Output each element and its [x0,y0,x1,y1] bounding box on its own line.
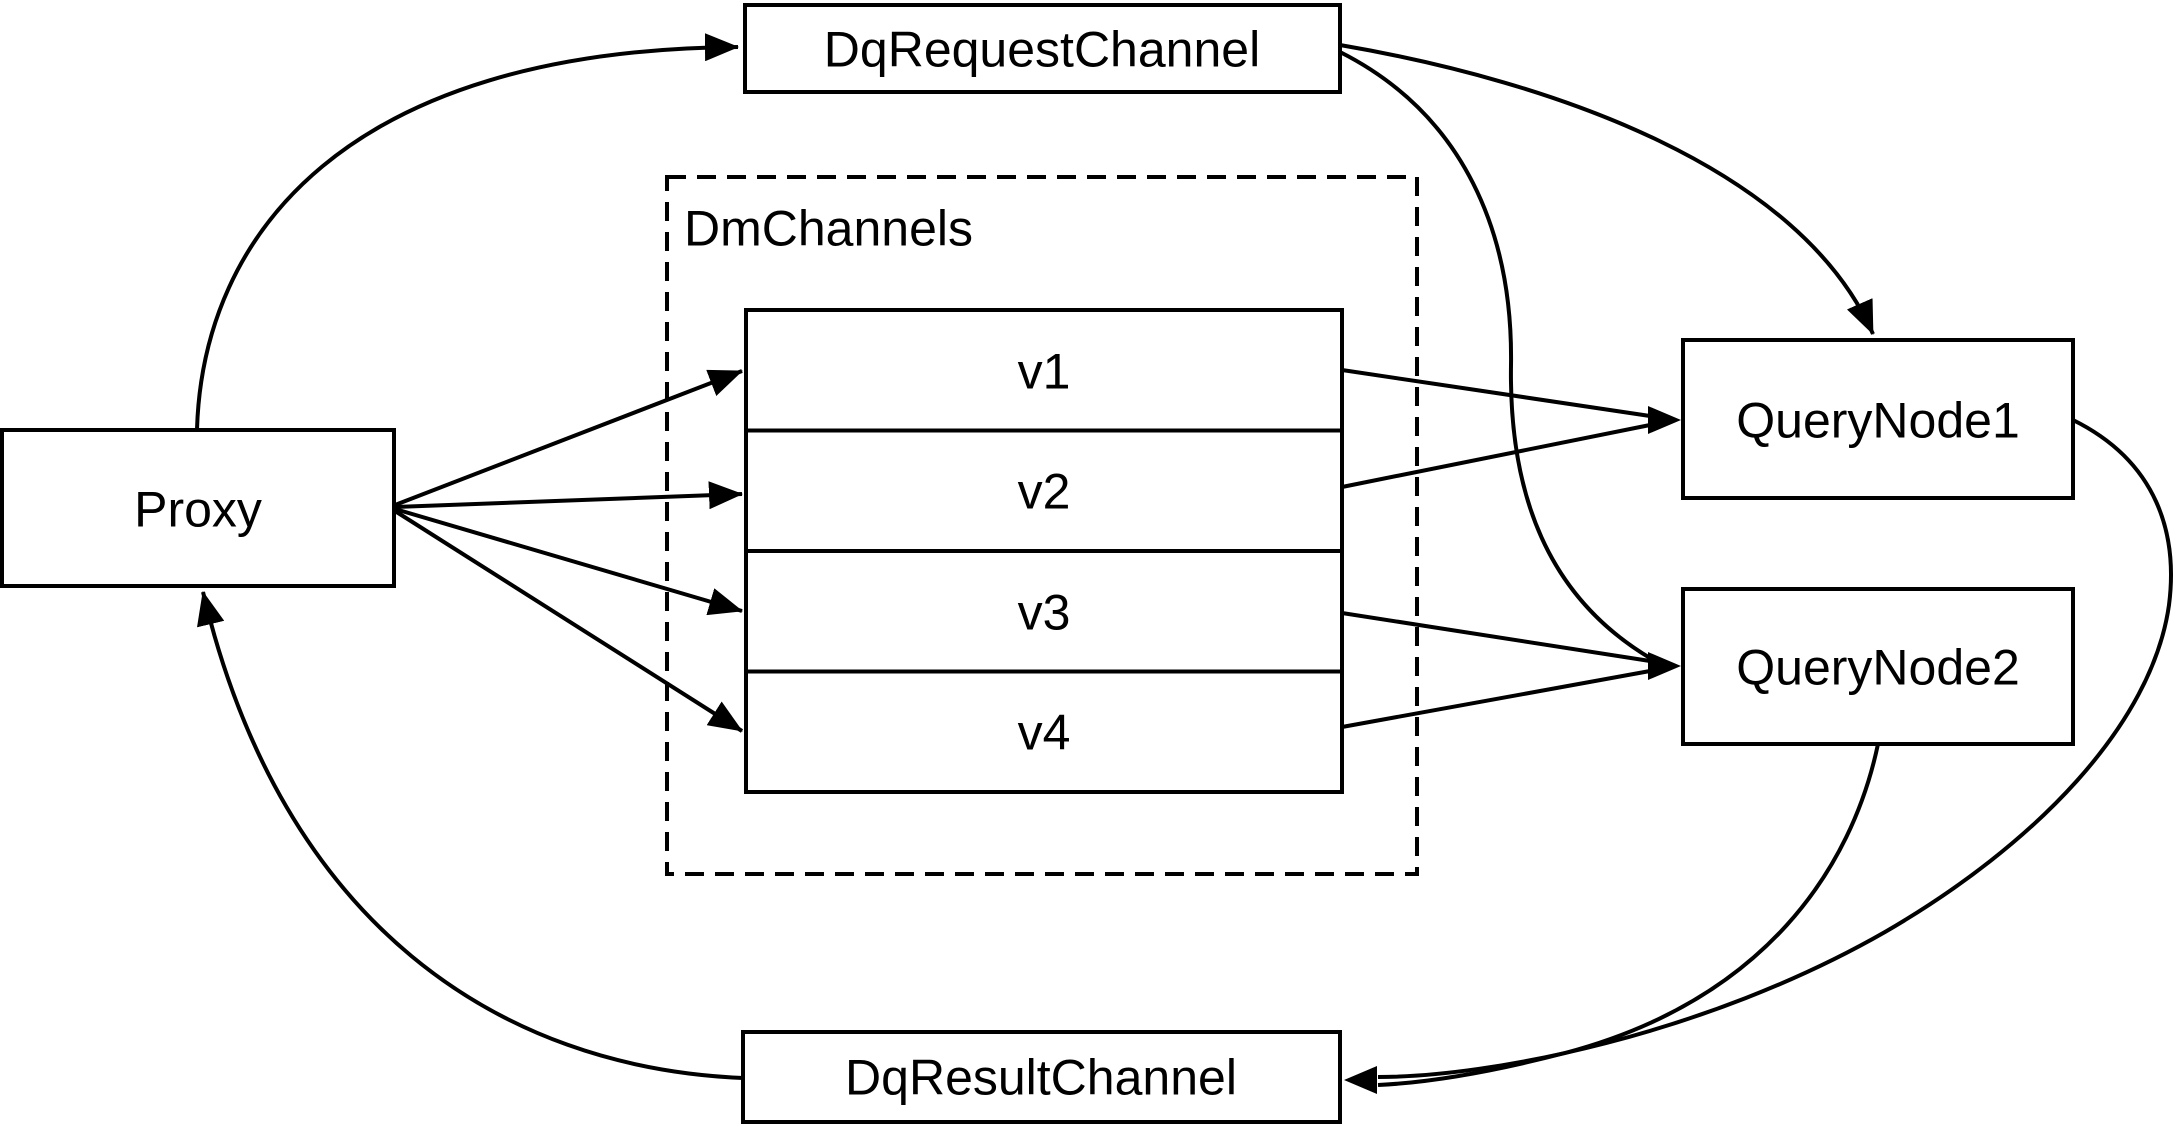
edge-dqrequestchannel-to-querynode2 [1339,50,1652,660]
dqrequestchannel-node: DqRequestChannel [743,3,1342,94]
edge-v2-to-querynode1 [1341,423,1651,489]
dqresultchannel-node-label: DqResultChannel [845,1050,1237,1106]
channel-row-label-v4: v4 [1018,705,1071,761]
querynode2-node-box [1681,587,2075,746]
arrowhead-into-querynode1 [1648,406,1681,434]
edge-proxy-to-dqrequestchannel [195,33,739,430]
dmchannels-group-box [665,175,1419,876]
dqresultchannel-node: DqResultChannel [741,1030,1342,1124]
edge-proxy-to-v2 [394,481,743,510]
dqrequestchannel-node-box [743,3,1342,94]
querynode1-node: QueryNode1 [1681,338,2075,500]
channel-row-label-v1: v1 [1018,344,1071,400]
channel-row-label-v2: v2 [1018,464,1071,520]
edge-v4-to-querynode2 [1341,669,1651,729]
edge-proxy-to-v4 [393,509,744,733]
channel-row-label-v3: v3 [1018,585,1071,641]
dqrequestchannel-node-label: DqRequestChannel [824,22,1260,78]
proxy-node-label: Proxy [134,482,262,538]
edge-querynode1-to-dqresultchannel [1377,418,2173,1079]
querynode1-node-label: QueryNode1 [1736,393,2020,449]
proxy-node-box [0,428,396,588]
edge-querynode2-to-dqresultchannel [1377,743,1880,1087]
edge-v1-to-querynode1 [1341,368,1651,418]
edge-dqrequestchannel-to-querynode1 [1339,43,1875,335]
edge-proxy-to-v3 [394,507,743,616]
dmchannels-group-label: DmChannels [684,201,973,257]
edge-v3-to-querynode2 [1341,611,1651,663]
edge-proxy-to-v1 [394,369,743,507]
dmchannels-stack: v1 v2 v3 v4 [744,308,1344,794]
dmchannels-group: DmChannels v1 v2 v3 v4 [665,175,1419,876]
edge-dqresultchannel-to-proxy [197,591,744,1080]
querynode2-node: QueryNode2 [1681,587,2075,746]
arrowhead-into-querynode2 [1648,652,1681,680]
dqresultchannel-node-box [741,1030,1342,1124]
querynode1-node-box [1681,338,2075,500]
arrowhead-into-dqresultchannel [1344,1066,1377,1094]
proxy-node: Proxy [0,428,396,588]
querynode2-node-label: QueryNode2 [1736,640,2020,696]
